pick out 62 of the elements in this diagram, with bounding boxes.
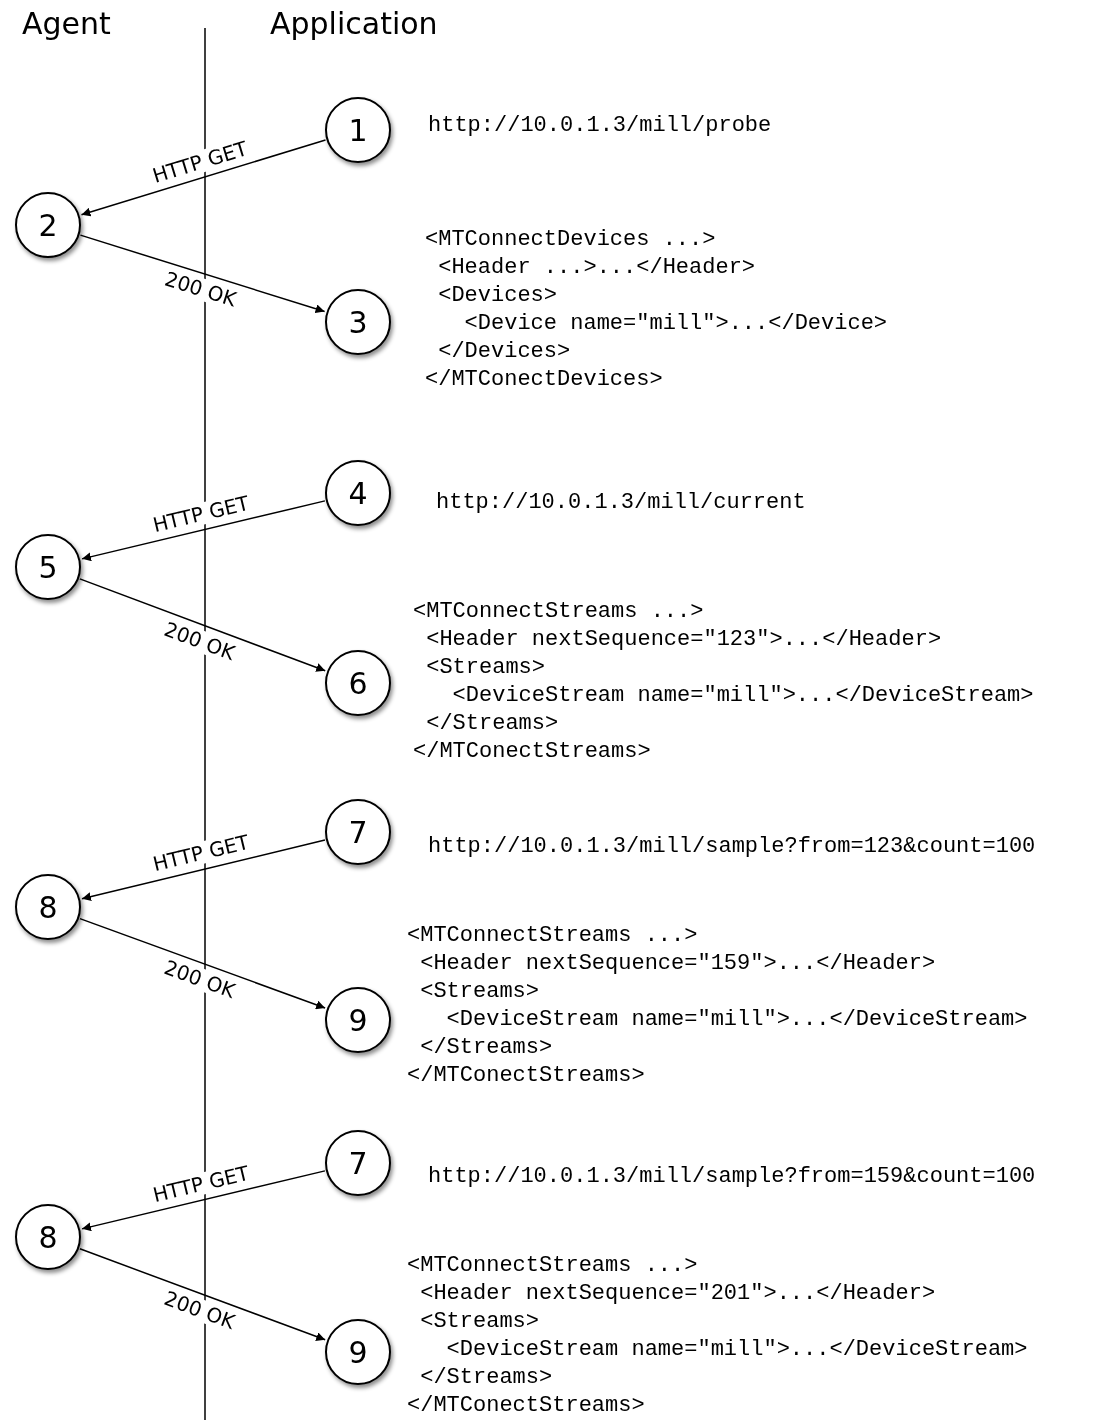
xml-code-line: </MTConectStreams>	[407, 1392, 645, 1420]
request-url: http://10.0.1.3/mill/sample?from=159&count=100	[428, 1163, 1036, 1191]
step-number: 9	[348, 1334, 368, 1370]
step-circle	[15, 1204, 81, 1270]
xml-code-line: <DeviceStream name="mill">...</DeviceStream>	[451, 682, 1034, 710]
xml-code-line: <Header nextSequence="159">...</Header>	[419, 950, 936, 978]
xml-code-line: <Header nextSequence="123">...</Header>	[425, 626, 942, 654]
arrow	[81, 500, 326, 562]
arrow	[79, 917, 326, 1010]
step-circle	[325, 460, 391, 526]
column-heading: Agent	[22, 6, 111, 41]
step-number: 1	[348, 112, 368, 148]
step-number: 9	[348, 1002, 368, 1038]
arrow	[80, 139, 327, 217]
xml-code-line: <Streams>	[425, 654, 546, 682]
step-number: 6	[348, 665, 368, 701]
step-number: 8	[38, 1219, 58, 1255]
xml-code-line: </MTConectDevices>	[425, 366, 663, 394]
request-url: http://10.0.1.3/mill/probe	[428, 112, 772, 140]
step-number: 7	[348, 814, 368, 850]
xml-code-line: </Streams>	[425, 710, 559, 738]
xml-code-line: <MTConnectDevices ...>	[425, 226, 716, 254]
step-number: 3	[348, 304, 368, 340]
xml-code-line: <Device name="mill">...</Device>	[463, 310, 888, 338]
xml-code-line: <MTConnectStreams ...>	[413, 598, 704, 626]
xml-code-line: <DeviceStream name="mill">...</DeviceStream>	[445, 1006, 1028, 1034]
arrow	[81, 839, 326, 902]
arrow	[79, 234, 326, 314]
step-number: 7	[348, 1145, 368, 1181]
step-circle	[325, 97, 391, 163]
xml-code-line: </Devices>	[437, 338, 571, 366]
xml-code-line: <Streams>	[419, 978, 540, 1006]
step-circle	[325, 799, 391, 865]
arrow	[81, 1170, 326, 1232]
xml-code-line: </MTConectStreams>	[407, 1062, 645, 1090]
step-number: 8	[38, 889, 58, 925]
step-circle	[15, 874, 81, 940]
xml-code-line: <MTConnectStreams ...>	[407, 922, 698, 950]
xml-code-line: <MTConnectStreams ...>	[407, 1252, 698, 1280]
step-circle	[325, 650, 391, 716]
step-circle	[325, 1130, 391, 1196]
step-circle	[15, 192, 81, 258]
arrow	[79, 578, 326, 672]
xml-code-line: <DeviceStream name="mill">...</DeviceStream>	[445, 1336, 1028, 1364]
xml-code-line: <Header nextSequence="201">...</Header>	[419, 1280, 936, 1308]
request-url: http://10.0.1.3/mill/sample?from=123&count=100	[428, 833, 1036, 861]
xml-code-line: <Streams>	[419, 1308, 540, 1336]
step-number: 5	[38, 549, 58, 585]
xml-code-line: <Header ...>...</Header>	[437, 254, 756, 282]
xml-code-line: </Streams>	[419, 1034, 553, 1062]
request-url: http://10.0.1.3/mill/current	[436, 489, 806, 517]
xml-code-line: </MTConectStreams>	[413, 738, 651, 766]
xml-code-line: <Devices>	[437, 282, 558, 310]
column-heading: Application	[270, 6, 438, 41]
arrow	[79, 1248, 326, 1341]
step-circle	[15, 534, 81, 600]
step-circle	[325, 987, 391, 1053]
step-circle	[325, 289, 391, 355]
step-number: 4	[348, 475, 368, 511]
xml-code-line: </Streams>	[419, 1364, 553, 1392]
step-number: 2	[38, 207, 58, 243]
step-circle	[325, 1319, 391, 1385]
